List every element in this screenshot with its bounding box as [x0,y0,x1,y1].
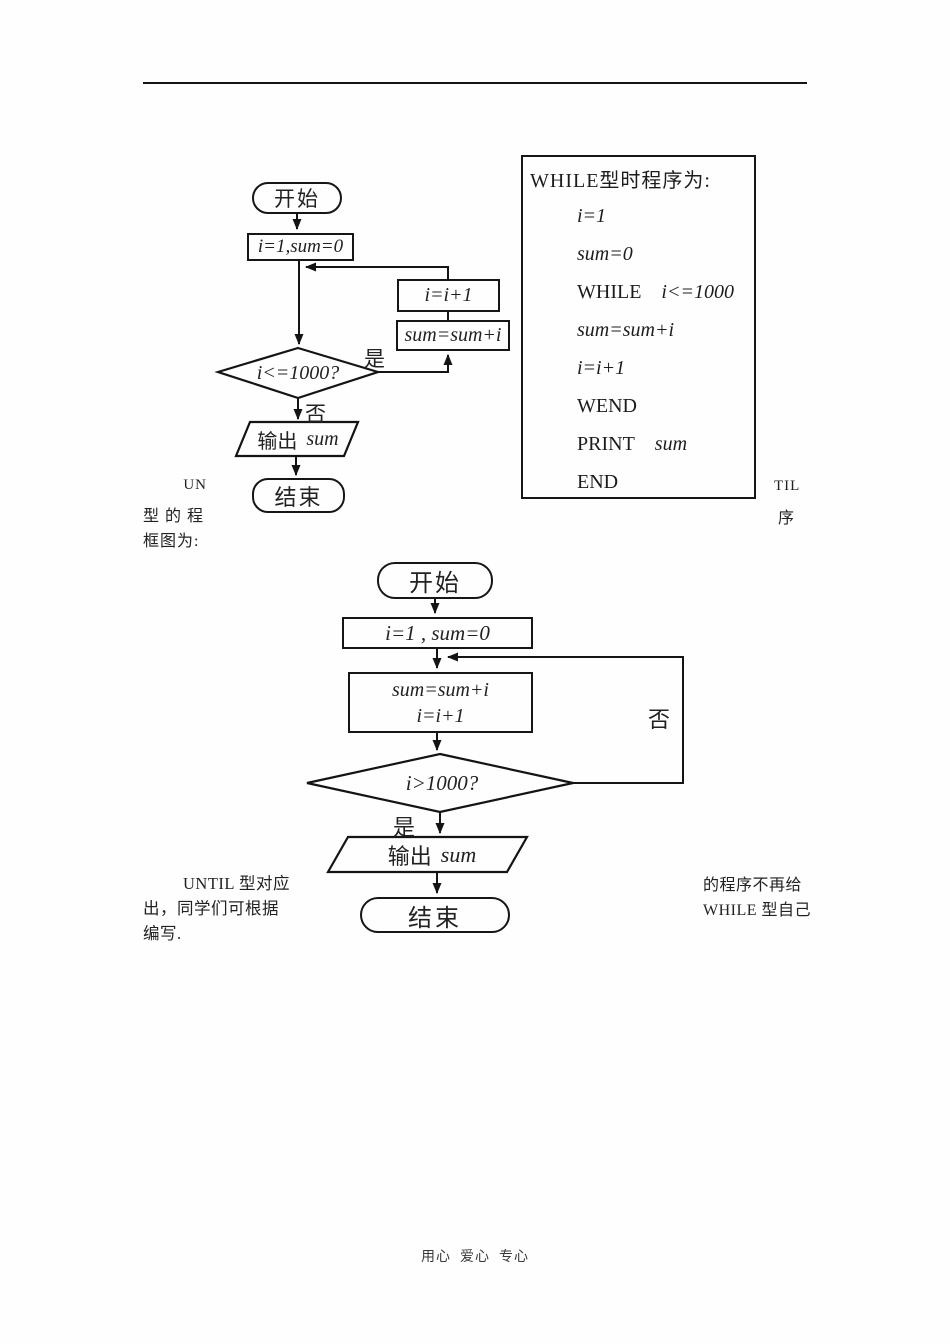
program-title: WHILE型时程序为: [530,170,711,192]
program-line: PRINT sum [577,433,687,456]
f2-body-line2: i=i+1 [416,704,465,727]
f1-yes-label: 是 [364,347,385,371]
f1-accumulate-label: sum=sum+i [404,324,502,346]
f1-increment-box: i=i+1 [397,279,500,312]
program-line: sum=0 [577,243,633,266]
paragraph-line: 编写. [143,924,182,943]
keyword: WEND [577,395,637,417]
f1-no-label: 否 [305,402,326,426]
f2-start-label: 开始 [409,571,461,597]
keyword: WHILE [577,281,642,303]
expression: i=i+1 [577,357,626,379]
paragraph-line: 的程序不再给 [703,877,803,894]
f1-loopback-arrow [305,262,449,279]
program-line: WEND [577,395,657,418]
wrap-text-un: UN [183,477,207,493]
f2-no-label: 否 [648,707,671,732]
f2-yes-label: 是 [393,815,416,840]
f1-end-terminal: 结束 [252,478,345,513]
f2-output-var: sum [440,842,477,867]
paragraph-line: WHILE 型自己 [703,902,812,919]
wrap-text-right-mid: 序 [778,510,796,527]
f2-init-box: i=1 , sum=0 [342,617,533,649]
program-line: i=1 [577,205,606,228]
f1-start-terminal: 开始 [252,182,342,214]
f1-output-var: sum [306,427,339,450]
expression: sum=sum+i [577,319,675,341]
while-program-box: WHILE型时程序为: i=1 sum=0 WHILE i<=1000 sum=s… [521,155,756,499]
f1-yes-arrow [378,354,453,373]
f2-body-line1: sum=sum+i [391,678,489,701]
wrap-text-til: TIL [774,478,801,494]
expression: i=1 [577,205,607,227]
keyword: END [577,471,619,493]
program-line: WHILE i<=1000 [577,281,734,304]
f1-init-label: i=1,sum=0 [257,236,344,257]
f2-init-label: i=1 , sum=0 [385,620,490,645]
wrap-text-left-bottom: 框图为: [143,533,200,550]
f2-output-label: 输出 sum [352,841,512,869]
keyword: PRINT [577,433,635,455]
paragraph-line: UNTIL 型对应 [183,874,290,893]
bottom-right-paragraph: 的程序不再给 WHILE 型自己 [703,873,833,923]
f2-end-label: 结束 [408,905,462,932]
f2-output-cn: 输出 [387,844,432,869]
f2-condition-label: i>1000? [405,770,479,795]
f1-increment-label: i=i+1 [424,284,473,306]
f1-accumulate-box: sum=sum+i [396,320,510,351]
page-footer: 用心 爱心 专心 [421,1250,529,1265]
program-line: i=i+1 [577,357,625,380]
f2-start-terminal: 开始 [377,562,493,599]
f1-end-label: 结束 [274,484,323,510]
expression: sum [654,433,688,455]
f1-condition-label: i<=1000? [256,361,340,384]
bottom-left-paragraph: UNTIL 型对应 出，同学们可根据 编写. [143,871,299,946]
header-rule [143,82,807,84]
f2-end-terminal: 结束 [360,897,510,933]
f1-output-cn: 输出 [257,430,298,453]
program-line: END [577,471,638,494]
f1-output-label: 输出 sum [243,425,353,453]
f1-start-label: 开始 [274,187,320,211]
expression: i<=1000 [661,281,734,303]
paragraph-line: 出，同学们可根据 [143,899,279,918]
f1-init-box: i=1,sum=0 [247,233,354,261]
expression: sum=0 [577,243,633,265]
program-line: sum=sum+i [577,319,674,342]
f2-body-box: sum=sum+i i=i+1 [348,672,533,733]
wrap-text-left-mid: 型 的 程 [143,508,205,525]
